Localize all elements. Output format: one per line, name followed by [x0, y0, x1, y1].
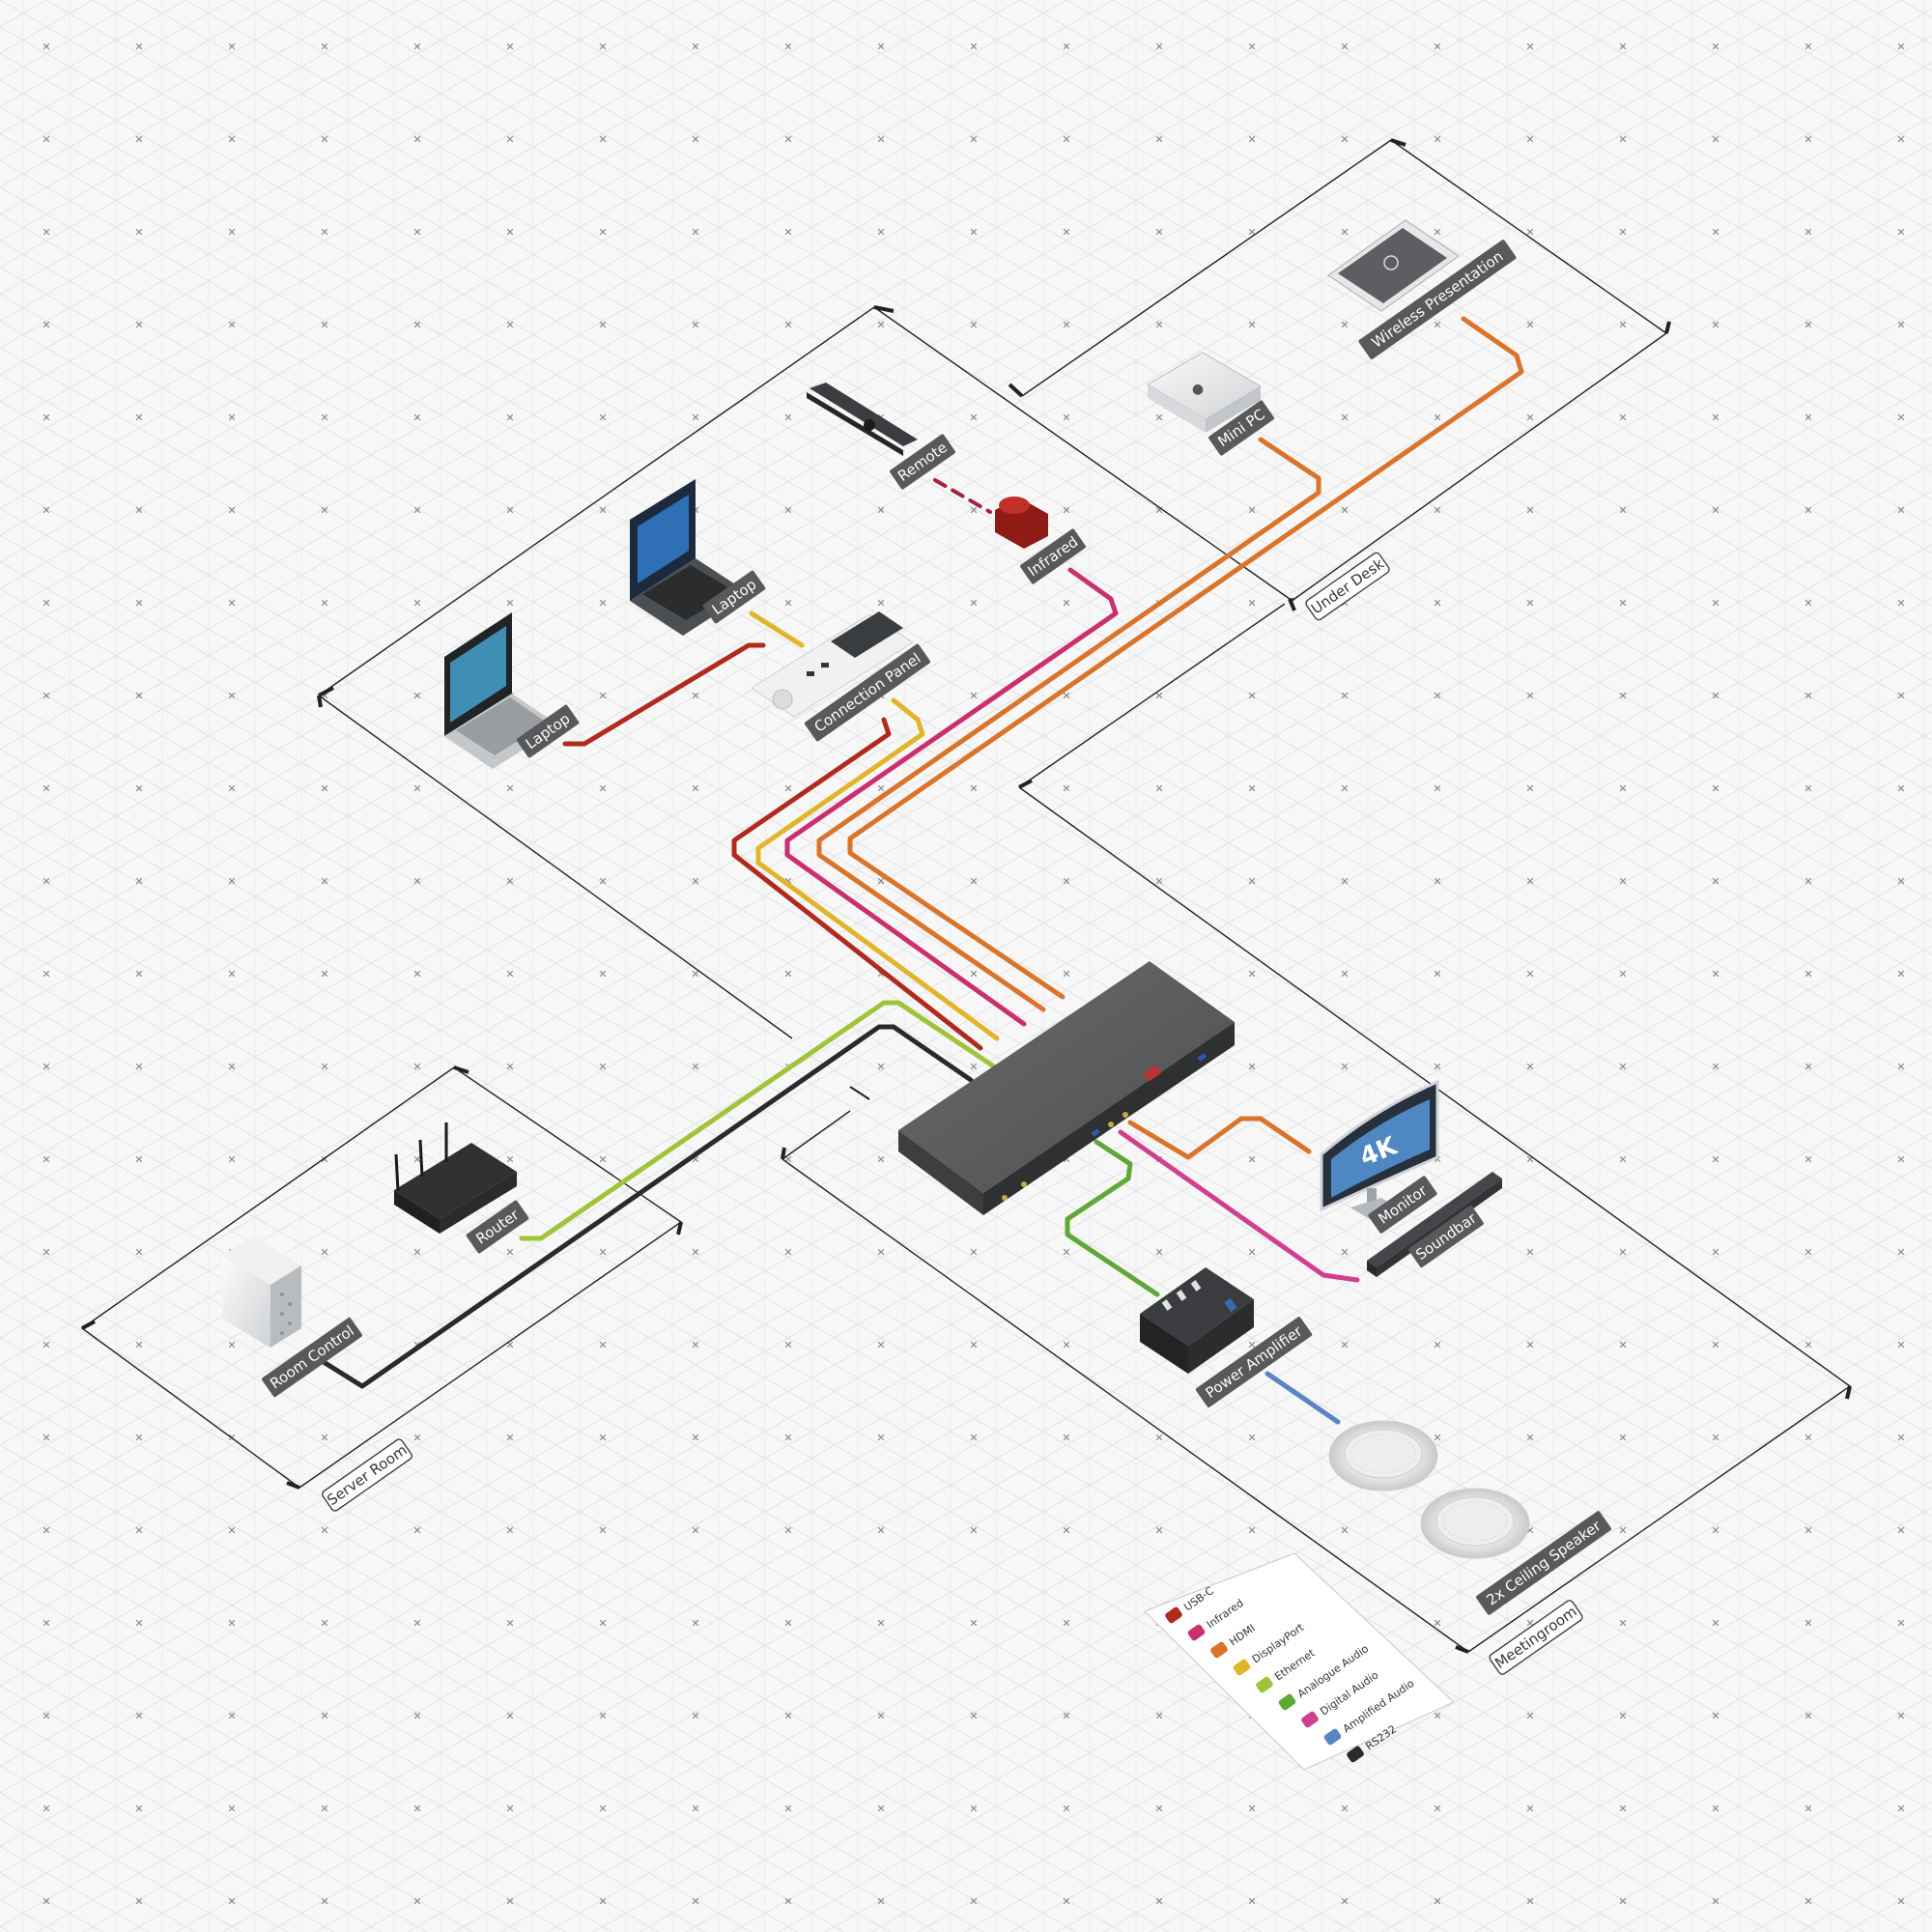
- cable-hdmi-wireless: [847, 316, 1524, 1000]
- power-amplifier-device: [1140, 1267, 1254, 1374]
- legend-swatch: [1323, 1728, 1342, 1746]
- cable-infrared: [784, 567, 1119, 1027]
- cable-usbc-main: [731, 717, 983, 1051]
- remote-device: [807, 383, 918, 456]
- legend-swatch: [1233, 1659, 1251, 1676]
- legend-swatch: [1187, 1624, 1206, 1641]
- wireless-presentation-device: [1327, 219, 1460, 312]
- cable-hdmi-minipc: [816, 437, 1321, 1012]
- cable-dp-main: [755, 697, 1000, 1041]
- legend-swatch: [1347, 1746, 1364, 1763]
- cable-usbc-laptop: [562, 642, 766, 747]
- cable-analogue-audio: [1065, 1139, 1160, 1297]
- cable-hdmi-monitor: [1127, 1116, 1312, 1160]
- legend-swatch: [1256, 1676, 1273, 1693]
- room-control-device: [222, 1236, 301, 1348]
- cable-dp-laptop: [749, 611, 805, 648]
- legend-swatch: [1301, 1711, 1319, 1728]
- mini-pc-device: ●: [1147, 352, 1262, 433]
- cable-digital-audio: [1118, 1129, 1360, 1283]
- apple-logo-icon: ●: [1192, 382, 1204, 397]
- legend-swatch: [1210, 1641, 1228, 1659]
- cable-amplified-audio: [1264, 1371, 1341, 1425]
- legend-swatch: [1165, 1606, 1182, 1624]
- under-desk-zone-outline: [1021, 139, 1668, 600]
- router-device: [394, 1122, 517, 1234]
- cable-ethernet: [519, 1000, 1003, 1241]
- connection-panel-device: [751, 611, 914, 718]
- cable-rs232: [321, 1024, 974, 1389]
- cables: [321, 316, 1524, 1425]
- legend-card: [1144, 1552, 1455, 1771]
- laptop-top-device: [630, 479, 749, 636]
- infrared-emitter-device: [995, 497, 1048, 549]
- laptop-left-device: [444, 612, 560, 769]
- ceiling-speakers-device: [1328, 1420, 1530, 1559]
- main-switcher: [898, 961, 1235, 1215]
- monitor-device: 4K: [1320, 1079, 1439, 1219]
- legend-swatch: [1278, 1693, 1296, 1711]
- ir-beam: [933, 478, 992, 514]
